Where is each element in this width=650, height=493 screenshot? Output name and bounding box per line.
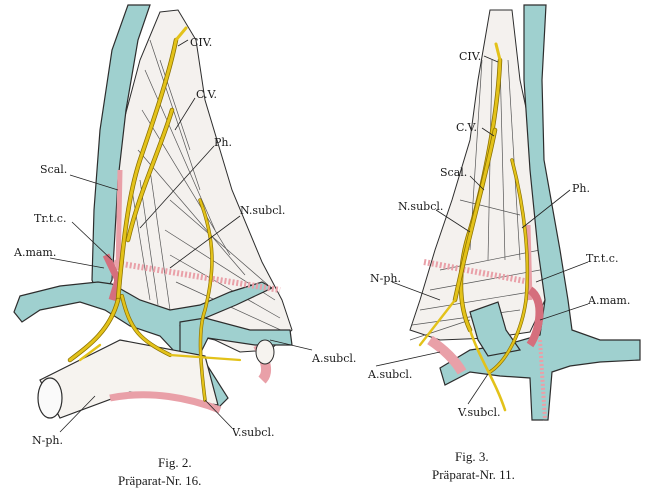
- fig3-nerves: [418, 42, 530, 412]
- fig2-label-nph: N-ph.: [32, 434, 63, 447]
- fig3-labels: CIV. C.V. Scal. N.subcl. Ph. Tr.t.c. N-p…: [367, 50, 630, 419]
- fig3-label-nsubcl: N.subcl.: [398, 200, 443, 213]
- fig2-preparation: Präparat-Nr. 16.: [118, 473, 201, 488]
- fig3-arteria-mammaria: [526, 286, 544, 348]
- fig3-arteria-transversa: [423, 259, 531, 285]
- fig3-label-amam: A.mam.: [587, 294, 630, 307]
- fig3-vena-subclavia: [469, 301, 522, 357]
- fig3-arteria-subclavia: [427, 335, 467, 375]
- fig3-artery-trunk-lower: [538, 339, 547, 421]
- fig3-preparation: Präparat-Nr. 11.: [432, 467, 515, 482]
- fig2-clavicle: [39, 339, 219, 419]
- fig2-label-cv: C.V.: [196, 88, 217, 101]
- fig2-subclavian-artery-lower: [109, 391, 222, 414]
- fig2-labels: CIV. C.V. Ph. Scal. Tr.t.c. A.mam. N.sub…: [13, 36, 356, 447]
- fig2-leader-lines: [49, 39, 313, 433]
- fig2-arteria-transversa: [109, 259, 281, 293]
- fig3-label-ph: Ph.: [572, 182, 590, 195]
- fig2-label-asubcl: A.subcl.: [311, 352, 356, 365]
- fig2-label-scal: Scal.: [40, 163, 67, 176]
- fig2-label-civ: CIV.: [190, 36, 212, 49]
- fig2-nerves: [67, 26, 242, 402]
- fig3-label-trtc: Tr.t.c.: [586, 252, 618, 265]
- fig2-truncus-thyreocervicalis: [115, 169, 123, 271]
- fig2-label-amam: A.mam.: [13, 246, 56, 259]
- fig2-label-trtc: Tr.t.c.: [34, 212, 66, 225]
- fig3-leader-lines: [375, 55, 589, 405]
- fig2-clavicle-cut: [37, 377, 63, 419]
- fig2-label-ph: Ph.: [214, 136, 232, 149]
- fig2-caption: Fig. 2.: [158, 455, 192, 470]
- fig3-label-vsubcl: V.subcl.: [457, 406, 500, 419]
- fig2-label-nsubcl: N.subcl.: [240, 204, 285, 217]
- fig3-label-asubcl: A.subcl.: [367, 368, 412, 381]
- fig3-label-cv: C.V.: [456, 121, 477, 134]
- fig3-caption: Fig. 3.: [455, 449, 489, 464]
- fig3-label-civ: CIV.: [459, 50, 481, 63]
- fig2-label-vsubcl: V.subcl.: [231, 426, 274, 439]
- fig3-label-nph: N-ph.: [370, 272, 401, 285]
- fig3-label-scal: Scal.: [440, 166, 467, 179]
- fig2-asubcl-cut: [255, 339, 275, 365]
- figure-3: CIV. C.V. Scal. N.subcl. Ph. Tr.t.c. N-p…: [367, 4, 641, 482]
- fig2-muscle-fibers: [131, 39, 286, 333]
- figure-2: CIV. C.V. Ph. Scal. Tr.t.c. A.mam. N.sub…: [13, 4, 356, 488]
